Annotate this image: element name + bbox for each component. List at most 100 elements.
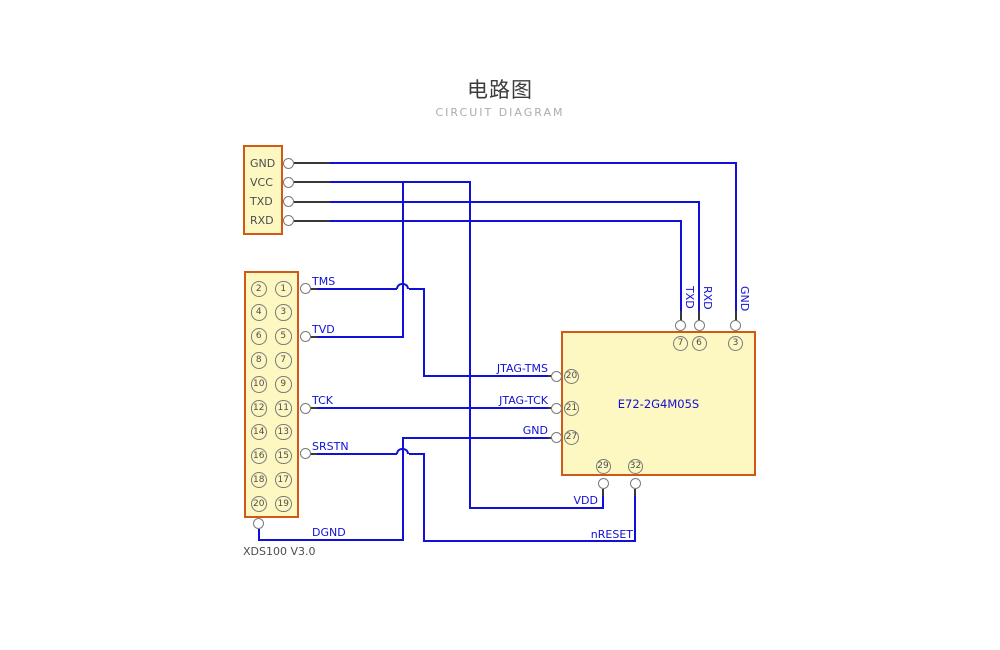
net-label-nreset: nRESET (590, 527, 633, 541)
net-label-tvd: TVD (312, 322, 335, 336)
module-pin6-circle (693, 320, 705, 331)
jtag-pin-9: 9 (275, 376, 292, 393)
net-label-jtag-tck: JTAG-TCK (499, 394, 548, 407)
module-pin6-stub (698, 310, 700, 321)
page-title: 电路图 (467, 78, 533, 102)
wire-rxd-vertical (679, 219, 682, 311)
jtag-pin-5: 5 (275, 328, 292, 345)
jtag-srstn-pin-stub (309, 452, 317, 455)
module-pin-20: 20 (564, 368, 579, 384)
serial-vcc-pin-circle (283, 176, 294, 188)
wire-jtag-tms-horizontal (422, 375, 549, 377)
jtag-pin-3: 3 (275, 304, 292, 321)
module-pin3-stub (734, 310, 737, 321)
jtag-pin-2: 2 (250, 280, 267, 297)
module-name: E72-2G4M05S (617, 397, 700, 411)
serial-rxd-pin-stub (294, 219, 330, 222)
wire-tms-h2 (409, 287, 424, 290)
module-pin3-circle (730, 320, 741, 331)
jtag-pin-13: 13 (275, 423, 292, 441)
module-pin21-stub (548, 407, 552, 409)
jtag-pin-10: 10 (250, 376, 267, 393)
module-pin7-stub (679, 310, 682, 321)
module-pin-21: 21 (564, 400, 579, 416)
net-label-srstn: SRSTN (312, 439, 349, 453)
module-pin-27: 27 (564, 430, 579, 445)
jtag-pin-18: 18 (250, 471, 267, 489)
module-pin32-stub (633, 488, 636, 496)
serial-pin-label-txd: TXD (250, 195, 273, 208)
module-pin-29: 29 (595, 458, 611, 474)
jtag-pin-17: 17 (275, 471, 292, 489)
net-label-tms: TMS (312, 274, 336, 288)
jtag-tck-pin-circle (299, 402, 311, 414)
serial-pin-label-vcc: VCC (250, 175, 273, 189)
wire-srstn-hop (396, 447, 409, 454)
serial-pin-label-rxd: RXD (250, 214, 274, 227)
wire-dgnd-vertical (401, 436, 404, 541)
wire-dgnd-drop (257, 529, 260, 540)
jtag-pin-4: 4 (250, 304, 267, 321)
module-pin20-stub (548, 375, 552, 377)
jtag-dgnd-pin-circle (253, 518, 264, 529)
net-label-gnd-vertical: GND (737, 286, 751, 312)
net-label-dgnd: DGND (312, 525, 346, 539)
wire-txd-horizontal (330, 200, 699, 203)
wire-srstn-vertical (422, 452, 425, 542)
serial-rxd-pin-circle (283, 215, 294, 226)
net-label-vdd: VDD (573, 494, 598, 507)
serial-pin-label-gnd: GND (250, 156, 276, 170)
net-label-rxd-vertical: RXD (701, 286, 714, 310)
serial-txd-pin-circle (283, 196, 294, 207)
wire-nreset-horizontal (422, 539, 636, 542)
wire-tvd-horizontal (317, 335, 404, 338)
net-label-tck: TCK (312, 394, 333, 407)
wire-rxd-horizontal (330, 219, 681, 222)
module-box (561, 331, 756, 476)
module-pin29-circle (597, 478, 609, 489)
jtag-tms-pin-stub (310, 287, 317, 290)
wire-vdd-riser (602, 495, 604, 508)
serial-header-box (243, 145, 283, 235)
wire-gnd-vertical (734, 162, 737, 311)
jtag-pin-15: 15 (275, 447, 292, 465)
net-label-gnd-27: GND (522, 423, 548, 437)
wire-tck-horizontal (317, 407, 548, 409)
serial-vcc-pin-stub (294, 181, 330, 183)
wire-gnd-horizontal (330, 162, 737, 164)
module-pin-32: 32 (628, 458, 643, 474)
jtag-srstn-pin-circle (299, 448, 311, 459)
module-pin27-circle (550, 432, 562, 443)
jtag-tms-pin-circle (299, 283, 311, 294)
module-pin29-stub (602, 488, 604, 496)
serial-gnd-pin-circle (283, 157, 294, 169)
jtag-pin-11: 11 (275, 400, 292, 417)
module-pin-7: 7 (673, 336, 688, 351)
jtag-pin-7: 7 (275, 352, 292, 369)
jtag-pin-8: 8 (250, 352, 267, 369)
wire-srstn-h1 (316, 452, 397, 455)
module-pin-3: 3 (728, 336, 743, 351)
wire-tms-vertical (422, 287, 425, 377)
net-label-jtag-tms: JTAG-TMS (496, 362, 548, 375)
jtag-pin-1: 1 (275, 280, 292, 297)
wire-dgnd-horizontal (257, 538, 404, 541)
page-subtitle: CIRCUIT DIAGRAM (435, 106, 565, 119)
wire-tms-h1 (317, 287, 397, 290)
jtag-pin-12: 12 (250, 400, 267, 417)
module-pin21-circle (550, 402, 562, 414)
net-label-txd-vertical: TXD (682, 286, 696, 309)
wire-vdd-horizontal (468, 507, 604, 509)
wire-txd-vertical (698, 200, 700, 311)
jtag-tvd-pin-stub (310, 335, 317, 338)
wire-nreset-riser (633, 495, 636, 542)
serial-txd-pin-stub (294, 200, 330, 203)
wire-srstn-h2 (409, 452, 424, 455)
jtag-tck-pin-stub (310, 407, 317, 409)
jtag-pin-19: 19 (275, 495, 292, 513)
jtag-tvd-pin-circle (299, 331, 311, 342)
module-pin32-circle (630, 478, 641, 489)
module-pin20-circle (550, 370, 562, 382)
jtag-pin-6: 6 (250, 328, 267, 345)
